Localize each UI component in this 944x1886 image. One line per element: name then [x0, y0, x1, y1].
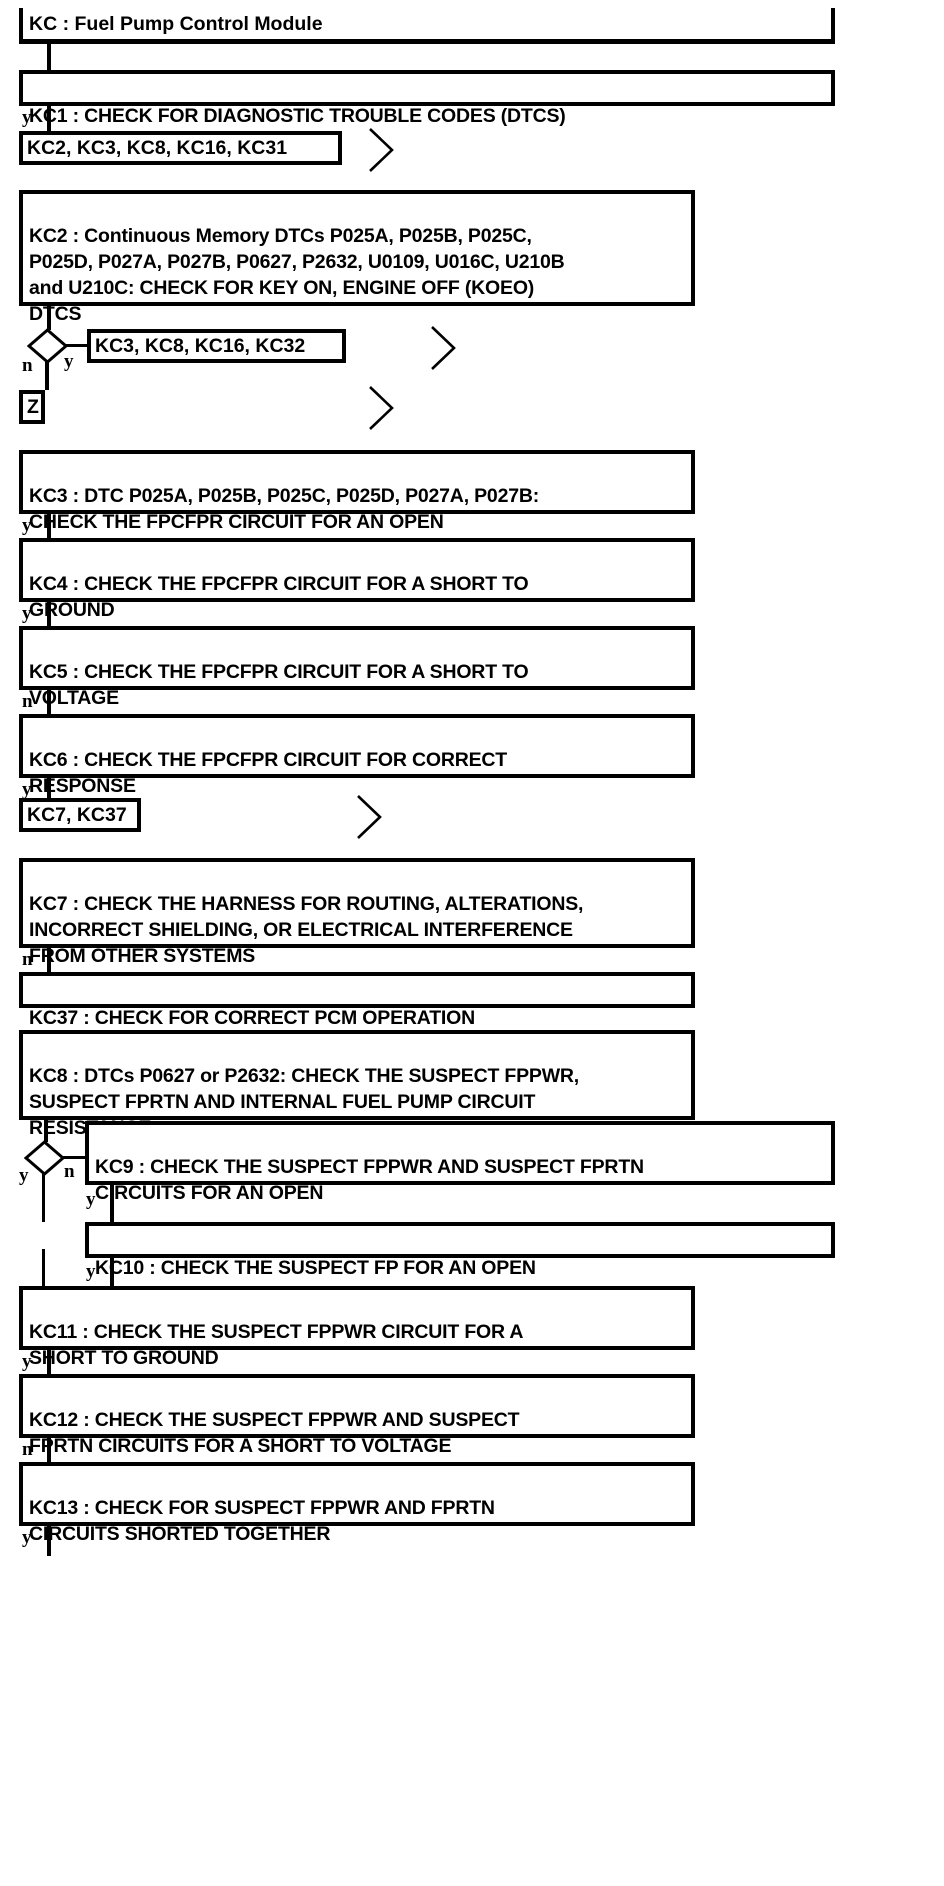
connector-kc8-no-branch [63, 1156, 86, 1159]
branch-label-kc11-yes: y [22, 1351, 32, 1372]
page-title: KC : Fuel Pump Control Module [29, 13, 323, 35]
step-kc1-label: KC1 : CHECK FOR DIAGNOSTIC TROUBLE CODES… [29, 105, 566, 127]
connector-kc2-no-to-z [45, 362, 49, 390]
connector-kc5-to-kc6 [47, 690, 51, 714]
connector-kc2-to-decision [47, 306, 51, 330]
connector-kc1-to-ref1 [47, 106, 51, 131]
step-kc9[interactable]: KC9 : CHECK THE SUSPECT FPPWR AND SUSPEC… [85, 1121, 835, 1204]
branch-label-kc13-yes: y [22, 1527, 32, 1548]
branch-label-kc10-yes: y [86, 1261, 96, 1282]
step-kc12-label: KC12 : CHECK THE SUSPECT FPPWR AND SUSPE… [29, 1409, 520, 1457]
chevron-right-icon [428, 324, 458, 372]
branch-label-kc2-yes: y [64, 351, 74, 372]
goto-ref-z[interactable]: Z [19, 390, 45, 424]
connector-kc8-yes-rail-b [42, 1249, 45, 1297]
goto-ref-kc7-kc37[interactable]: KC7, KC37 [19, 798, 141, 832]
branch-label-kc9-yes: y [86, 1189, 96, 1210]
step-kc1[interactable]: KC1 : CHECK FOR DIAGNOSTIC TROUBLE CODES… [19, 70, 835, 127]
diagram-title-box: KC : Fuel Pump Control Module [19, 8, 835, 44]
branch-label-kc1-yes: y [22, 107, 32, 128]
step-kc3-label: KC3 : DTC P025A, P025B, P025C, P025D, P0… [29, 485, 540, 533]
step-kc4[interactable]: KC4 : CHECK THE FPCFPR CIRCUIT FOR A SHO… [19, 538, 695, 621]
goto-ref-label: KC3, KC8, KC16, KC32 [95, 335, 306, 357]
step-kc8[interactable]: KC8 : DTCs P0627 or P2632: CHECK THE SUS… [19, 1030, 695, 1139]
branch-label-kc2-no: n [22, 355, 33, 376]
step-kc10[interactable]: KC10 : CHECK THE SUSPECT FP FOR AN OPEN [85, 1222, 835, 1279]
branch-label-kc12-no: n [22, 1439, 33, 1460]
step-kc10-label: KC10 : CHECK THE SUSPECT FP FOR AN OPEN [95, 1257, 536, 1279]
step-kc3[interactable]: KC3 : DTC P025A, P025B, P025C, P025D, P0… [19, 450, 695, 533]
step-kc4-label: KC4 : CHECK THE FPCFPR CIRCUIT FOR A SHO… [29, 573, 529, 621]
step-kc2-label: KC2 : Continuous Memory DTCs P025A, P025… [29, 225, 565, 325]
step-kc11-label: KC11 : CHECK THE SUSPECT FPPWR CIRCUIT F… [29, 1321, 524, 1369]
connector-kc2-yes-branch [66, 344, 88, 347]
chevron-right-icon [354, 793, 384, 841]
goto-ref-label: KC2, KC3, KC8, KC16, KC31 [27, 137, 288, 159]
connector-kc6-to-ref3 [47, 778, 51, 800]
step-kc9-label: KC9 : CHECK THE SUSPECT FPPWR AND SUSPEC… [95, 1156, 644, 1204]
branch-label-kc3-yes: y [22, 515, 32, 536]
step-kc37[interactable]: KC37 : CHECK FOR CORRECT PCM OPERATION [19, 972, 695, 1029]
step-kc7-label: KC7 : CHECK THE HARNESS FOR ROUTING, ALT… [29, 893, 584, 967]
step-kc5-label: KC5 : CHECK THE FPCFPR CIRCUIT FOR A SHO… [29, 661, 529, 709]
connector-kc13-out [47, 1526, 51, 1556]
connector-kc8-to-decision [44, 1120, 48, 1142]
connector-kc12-to-kc13 [47, 1438, 51, 1462]
step-kc2[interactable]: KC2 : Continuous Memory DTCs P025A, P025… [19, 190, 695, 325]
connector-kc10-to-kc11 [110, 1258, 114, 1297]
branch-label-kc4-yes: y [22, 603, 32, 624]
step-kc6-label: KC6 : CHECK THE FPCFPR CIRCUIT FOR CORRE… [29, 749, 508, 797]
goto-ref-label: Z [27, 396, 39, 418]
decision-diamond-kc2 [27, 328, 68, 364]
step-kc8-label: KC8 : DTCs P0627 or P2632: CHECK THE SUS… [29, 1065, 580, 1139]
chevron-right-icon [366, 126, 396, 174]
step-kc37-label: KC37 : CHECK FOR CORRECT PCM OPERATION [29, 1007, 475, 1029]
chevron-right-icon [366, 384, 396, 432]
branch-label-kc7-no: n [22, 949, 33, 970]
step-kc13[interactable]: KC13 : CHECK FOR SUSPECT FPPWR AND FPRTN… [19, 1462, 695, 1545]
goto-ref-kc3-kc8-kc16-kc32[interactable]: KC3, KC8, KC16, KC32 [87, 329, 346, 363]
branch-label-kc6-yes: y [22, 779, 32, 800]
step-kc11[interactable]: KC11 : CHECK THE SUSPECT FPPWR CIRCUIT F… [19, 1286, 695, 1369]
connector-kc3-to-kc4 [47, 514, 51, 538]
connector-kc4-to-kc5 [47, 602, 51, 626]
connector-kc11-to-kc12 [47, 1350, 51, 1374]
branch-label-kc5-no: n [22, 691, 33, 712]
step-kc5[interactable]: KC5 : CHECK THE FPCFPR CIRCUIT FOR A SHO… [19, 626, 695, 709]
connector-kc9-to-kc10 [110, 1185, 114, 1222]
step-kc12[interactable]: KC12 : CHECK THE SUSPECT FPPWR AND SUSPE… [19, 1374, 695, 1457]
step-kc13-label: KC13 : CHECK FOR SUSPECT FPPWR AND FPRTN… [29, 1497, 495, 1545]
step-kc7[interactable]: KC7 : CHECK THE HARNESS FOR ROUTING, ALT… [19, 858, 695, 967]
step-kc6[interactable]: KC6 : CHECK THE FPCFPR CIRCUIT FOR CORRE… [19, 714, 695, 797]
goto-ref-label: KC7, KC37 [27, 804, 127, 826]
branch-label-kc8-yes: y [19, 1165, 29, 1186]
connector-kc7-to-kc37 [47, 948, 51, 972]
connector-kc8-yes-rail-a [42, 1174, 45, 1222]
goto-ref-kc2-kc3-kc8-kc16-kc31[interactable]: KC2, KC3, KC8, KC16, KC31 [19, 131, 342, 165]
connector-title-to-kc1 [47, 44, 51, 70]
decision-diamond-kc8 [24, 1140, 65, 1176]
branch-label-kc8-no: n [64, 1161, 75, 1182]
